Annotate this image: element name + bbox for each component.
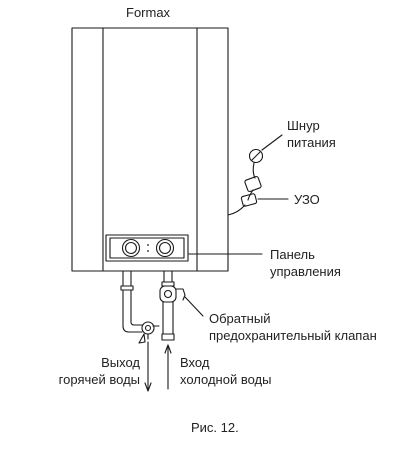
label-hot-water-out: Выход горячей воды <box>58 355 140 387</box>
control-knob-left <box>121 238 141 258</box>
label-check-valve: Обратный предохранительный клапан <box>209 311 377 343</box>
label-power-cord: Шнур питания <box>287 118 336 150</box>
label-rcd: УЗО <box>294 192 320 207</box>
cold-water-in-arrow <box>164 344 172 390</box>
figure-title: Formax <box>126 5 171 20</box>
check-valve <box>159 285 186 303</box>
leader-power-cord <box>261 134 283 151</box>
control-knob-right <box>155 238 175 258</box>
leader-check-valve <box>184 296 204 317</box>
hot-water-pipe <box>120 270 160 344</box>
power-cord <box>227 148 264 216</box>
figure-caption: Рис. 12. <box>191 420 239 435</box>
hot-water-out-arrow <box>144 341 152 392</box>
label-cold-water-in: Вход холодной воды <box>180 355 272 387</box>
label-control-panel: Панель управления <box>270 247 341 279</box>
heater-body <box>71 27 229 272</box>
cold-water-pipe <box>159 270 186 341</box>
control-panel <box>105 234 189 262</box>
